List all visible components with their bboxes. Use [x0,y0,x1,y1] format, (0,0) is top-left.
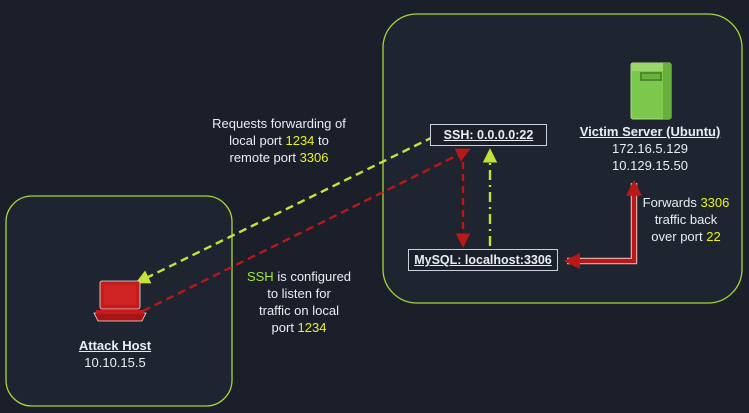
requests-note-line1: Requests forwarding of [212,116,346,131]
victim-server-label: Victim Server (Ubuntu) 172.16.5.129 10.1… [570,123,730,174]
forwards-note-line1: Forwards 3306 [636,194,736,211]
requests-note-line2-suffix: to [314,133,329,148]
attack-host-title: Attack Host [78,338,152,353]
forwards-note-line3-prefix: over port [651,229,707,244]
forwards-note: Forwards 3306 traffic back over port 22 [636,194,736,245]
forwards-note-line3: over port 22 [636,228,736,245]
ssh-request-arrow [135,135,434,284]
ssh-config-note-line4-prefix: port [271,320,298,335]
ssh-config-note-line1-rest: is configured [273,269,352,284]
victim-server-title: Victim Server (Ubuntu) [579,124,721,139]
requests-note: Requests forwarding of local port 1234 t… [196,115,362,166]
ssh-config-note: SSH is configured to listen for traffic … [232,268,366,336]
ssh-config-note-line4: port 1234 [232,319,366,336]
ssh-service-box: SSH: 0.0.0.0:22 [430,124,547,146]
attack-host-label: Attack Host 10.10.15.5 [60,337,170,371]
victim-server-ip-external: 10.129.15.50 [612,158,688,173]
server-icon [630,62,672,120]
listen-port-value: 1234 [297,320,327,335]
ssh-config-note-line1: SSH is configured [232,268,366,285]
ssh-config-note-line3: traffic on local [259,303,339,318]
forwards-note-line1-prefix: Forwards [642,195,701,210]
requests-note-line2: local port 1234 to [196,132,362,149]
local-port-value: 1234 [285,133,315,148]
requests-note-line3-prefix: remote port [229,150,300,165]
requests-note-line3: remote port 3306 [196,149,362,166]
forwards-note-line2: traffic back [654,212,718,227]
attack-host-ip: 10.10.15.5 [84,355,146,370]
attack-to-ssh-arrow [142,148,471,313]
victim-server-ip-internal: 172.16.5.129 [612,141,688,156]
ssh-keyword: SSH [246,269,274,284]
laptop-icon [93,280,147,322]
mysql-service-box: MySQL: localhost:3306 [408,249,558,271]
forward-port-value: 3306 [700,195,730,210]
ssh-config-note-line2: to listen for [267,286,331,301]
requests-note-line2-prefix: local port [229,133,286,148]
ssh-port-value: 22 [706,229,721,244]
remote-port-value: 3306 [299,150,329,165]
forward-arrow [563,179,642,269]
